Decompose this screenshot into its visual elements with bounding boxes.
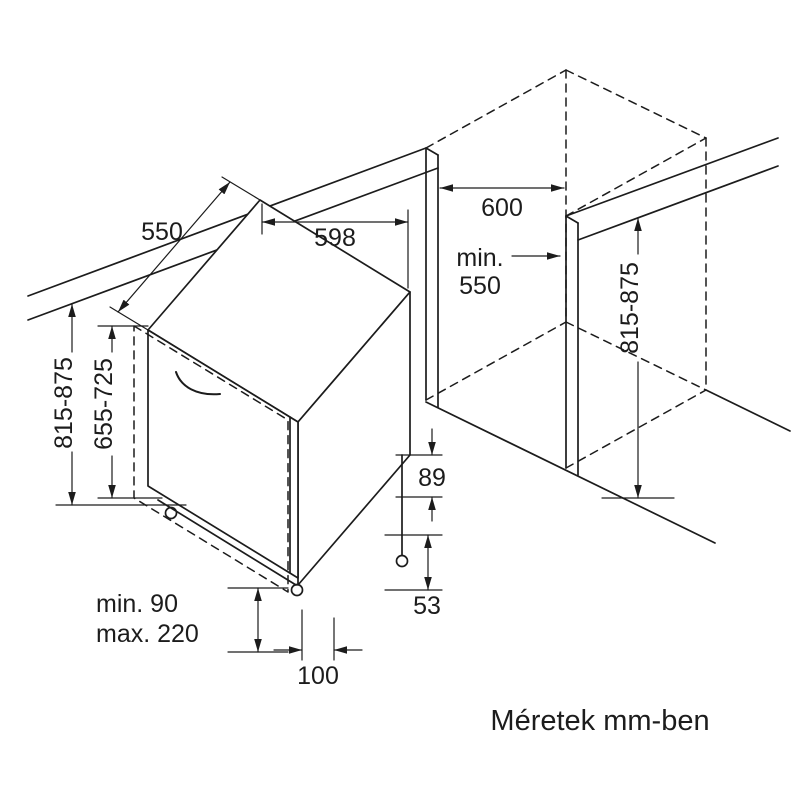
label-rear-foot-height: 53 bbox=[413, 592, 441, 620]
worktop-lower-edge-right bbox=[577, 165, 779, 241]
niche-hidden-edges bbox=[425, 69, 707, 469]
label-appliance-height: 815-875 bbox=[50, 357, 78, 449]
floor-line bbox=[425, 401, 716, 544]
niche-top-right-depth-edge bbox=[565, 137, 707, 217]
label-plinth-max: max. 220 bbox=[96, 620, 199, 648]
niche bbox=[425, 69, 791, 544]
label-niche-depth-prefix: min. bbox=[456, 244, 503, 272]
label-appliance-width: 598 bbox=[314, 224, 356, 252]
dimensions bbox=[55, 176, 675, 661]
niche-top-left-depth-edge bbox=[425, 69, 567, 149]
label-niche-width: 600 bbox=[481, 194, 523, 222]
niche-bottom-left-depth-edge bbox=[425, 321, 567, 401]
niche-bottom-back-edge bbox=[565, 321, 707, 391]
label-door-height: 655-725 bbox=[90, 358, 118, 450]
label-front-offset: 100 bbox=[297, 662, 339, 690]
niche-top-back-edge bbox=[565, 69, 707, 139]
leveling-foot-front-right bbox=[290, 583, 304, 597]
label-plinth-min: min. 90 bbox=[96, 590, 178, 618]
niche-bottom-right-depth-edge bbox=[565, 389, 707, 469]
caption-units: Méretek mm-ben bbox=[490, 705, 709, 737]
niche-right-panel-top-edge bbox=[565, 215, 579, 224]
floor-line-right bbox=[705, 389, 791, 432]
leveling-foot-front-left bbox=[164, 506, 178, 520]
dim-550-ext-b bbox=[221, 176, 261, 201]
worktop-front-edge-right bbox=[565, 137, 779, 217]
label-niche-depth-value: 550 bbox=[459, 272, 501, 300]
label-appliance-depth: 550 bbox=[141, 218, 183, 246]
furniture-door-dashed-outline bbox=[133, 325, 289, 593]
niche-left-panel-top-edge bbox=[425, 147, 439, 156]
label-rear-offset: 89 bbox=[418, 464, 446, 492]
leveling-foot-rear bbox=[395, 554, 409, 568]
dishwasher-door-face bbox=[147, 329, 299, 579]
dimension-labels: 550 598 815-875 655-725 89 53 min. 90 ma… bbox=[50, 194, 644, 690]
dim-550-line bbox=[117, 181, 231, 313]
dishwasher bbox=[133, 199, 411, 597]
label-niche-height: 815-875 bbox=[616, 262, 644, 354]
door-handle bbox=[175, 371, 221, 396]
base-front-edge bbox=[157, 499, 297, 586]
